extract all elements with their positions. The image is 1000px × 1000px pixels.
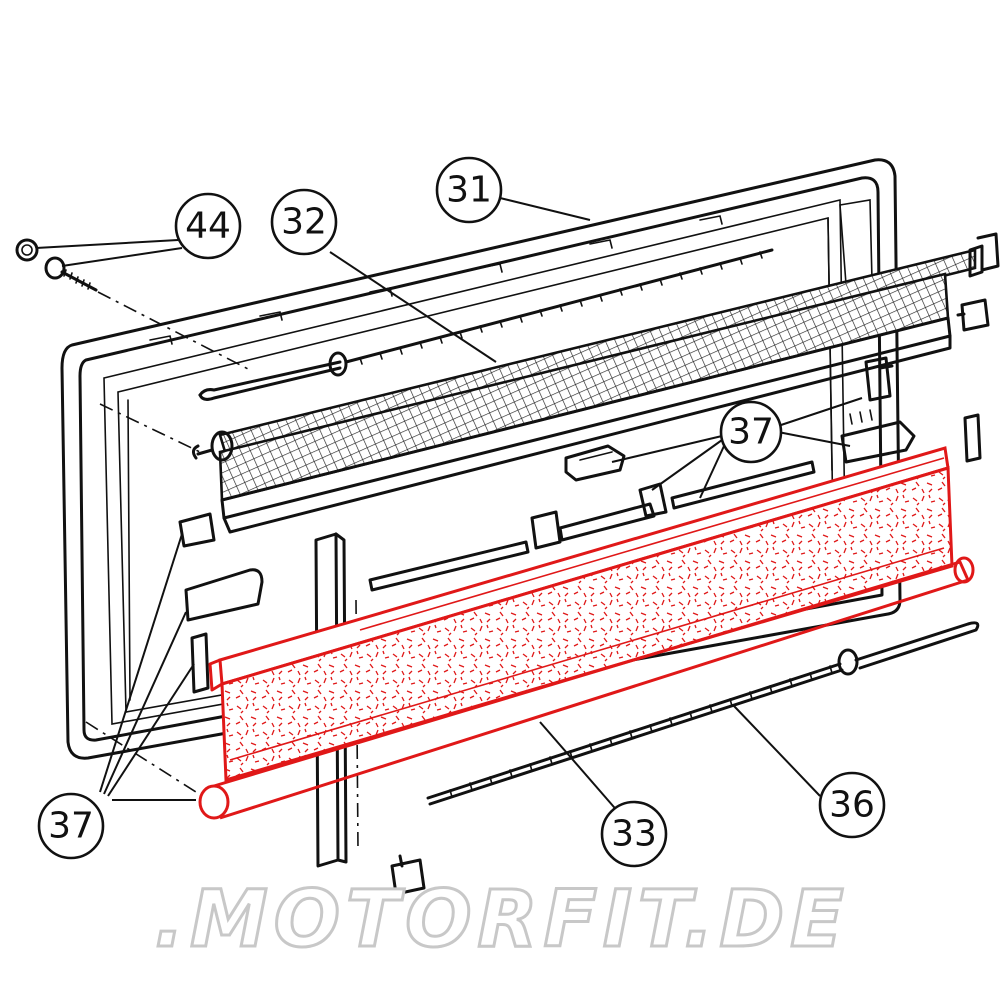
callout-37-left-label: 37	[48, 806, 94, 847]
watermark-text: .MOTORFIT.DE	[154, 875, 849, 965]
bottom-clip	[390, 854, 426, 896]
callout-44: 44	[174, 192, 242, 260]
callout-32: 32	[270, 188, 338, 256]
bottom-tension-cord	[426, 621, 980, 806]
insect-screen-roller	[191, 232, 1000, 534]
leader-lines	[35, 197, 863, 815]
guide-clip-right	[849, 356, 894, 425]
slider-part-left	[184, 568, 264, 622]
callout-31: 31	[435, 156, 503, 224]
side-slot-left	[190, 632, 210, 694]
cap-and-screw-set	[15, 238, 251, 371]
cover-cap	[15, 238, 39, 262]
callout-37-right: 37	[719, 400, 783, 464]
callout-36-label: 36	[829, 785, 875, 826]
callout-33: 33	[600, 800, 668, 868]
guide-rail-lower	[368, 540, 530, 592]
callout-36: 36	[818, 771, 886, 839]
end-clip-left	[178, 512, 216, 548]
slider-part-right	[840, 420, 916, 464]
side-slot-right	[963, 413, 982, 463]
alignment-lines	[85, 403, 201, 793]
end-clip-right-top	[956, 298, 990, 332]
callout-32-label: 32	[281, 202, 327, 243]
callout-37-left: 37	[37, 792, 105, 860]
center-latch-lower	[530, 502, 656, 550]
center-latch-upper	[564, 444, 626, 482]
callout-33-label: 33	[611, 814, 657, 855]
guide-rail-upper	[638, 460, 816, 518]
top-tension-cord	[198, 248, 774, 401]
roller-blind-highlighted	[198, 446, 975, 820]
callout-31-label: 31	[446, 170, 492, 211]
callout-44-label: 44	[185, 206, 231, 247]
callout-37-right-label: 37	[728, 412, 774, 453]
mounting-screw	[44, 256, 98, 292]
